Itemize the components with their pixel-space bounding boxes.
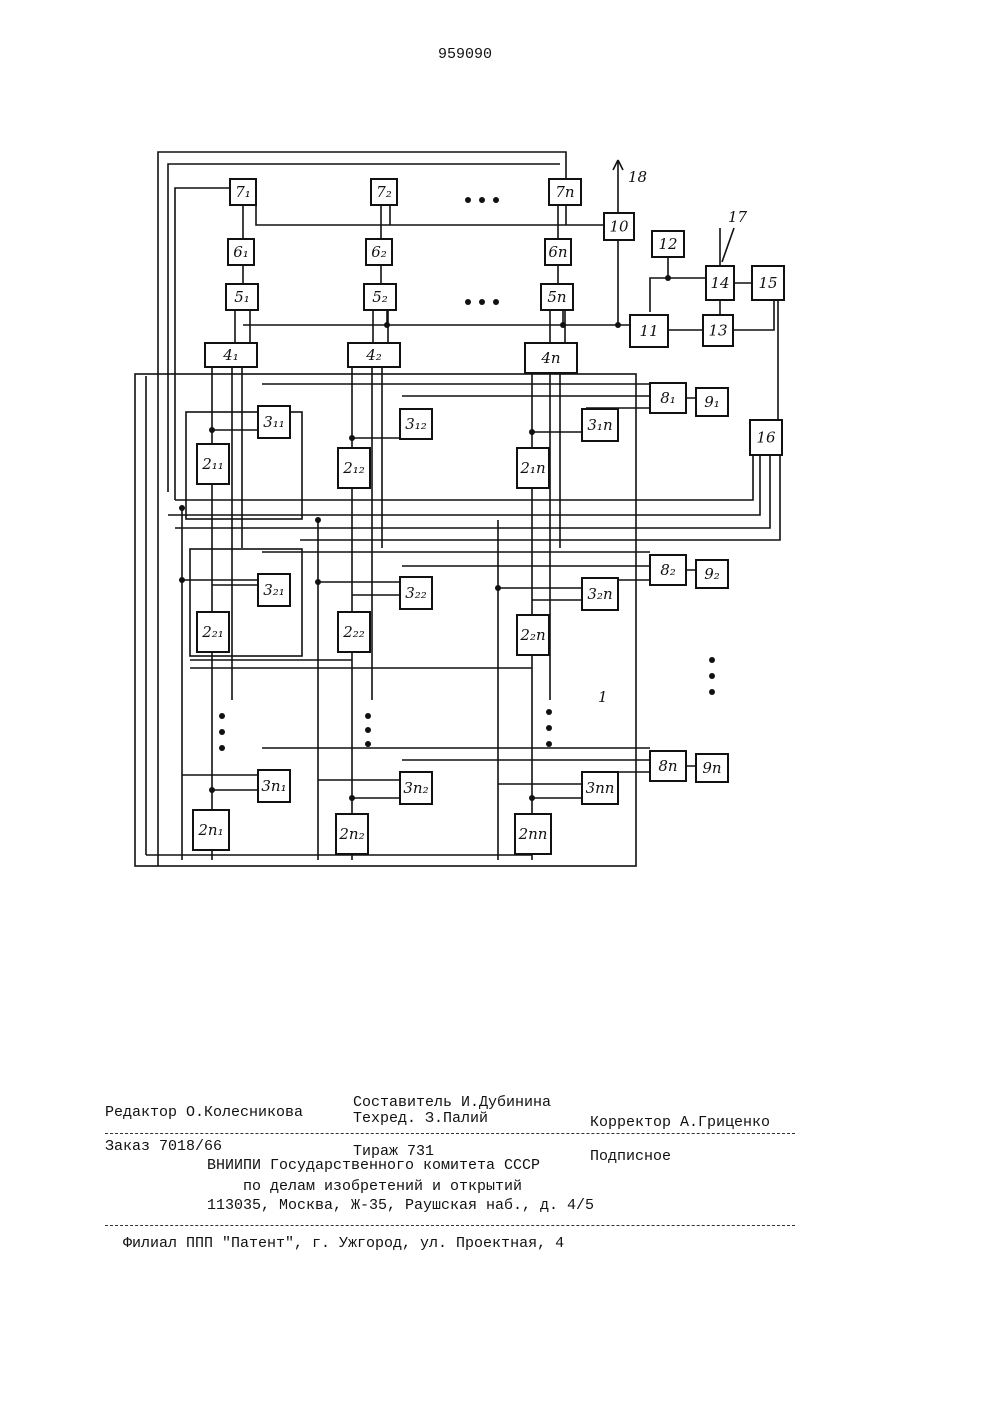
org-line-1: ВНИИПИ Государственного комитета СССР [207,1157,540,1174]
block-label-5n: 5n [547,288,566,306]
block-label-211: 2₁₁ [201,455,224,473]
editor-line: Редактор О.Колесникова [105,1104,303,1121]
branch-line: Филиал ППП "Патент", г. Ужгород, ул. Про… [123,1235,564,1252]
block-label-10: 10 [609,218,629,236]
techred-line: Техред. З.Палий [353,1110,488,1127]
block-label-6n: 6n [548,243,567,261]
block-label-7n: 7n [555,183,574,201]
block-label-3nn: 3nn [586,779,615,797]
block-label-12: 12 [658,235,677,253]
divider-line [105,1225,795,1226]
composer-line: Составитель И.Дубинина [353,1094,551,1111]
block-label-3n2: 3n₂ [403,779,428,797]
address-line: 113035, Москва, Ж-35, Раушская наб., д. … [207,1197,594,1214]
junction-dots [179,197,715,801]
subscription-line: Подписное [590,1148,671,1165]
block-label-2n2: 2n₂ [338,825,364,843]
block-label-62: 6₂ [371,243,387,261]
block-label-52: 5₂ [372,288,388,306]
block-label-92: 9₂ [704,565,720,583]
block-label-221: 2₂₁ [201,623,224,641]
block-label-21n: 2₁n [519,459,545,477]
block-label-15: 15 [758,274,777,292]
block-label-32n: 3₂n [587,585,612,603]
corrector-line: Корректор А.Гриценко [590,1114,770,1131]
block-label-14: 14 [710,274,729,292]
blocks-layer: 7₁ 7₂ 7n 6₁ 6₂ 6n 5₁ 5₂ 5n 4₁ 4₂ 4n 10 12 14 15 11 13 16 3₁… [193,179,784,854]
block-label-4n: 4n [540,349,560,367]
divider-line [105,1133,795,1134]
block-label-11: 11 [639,322,658,340]
block-label-51: 5₁ [234,288,250,306]
block-label-311: 3₁₁ [263,413,285,431]
block-label-16: 16 [756,429,776,447]
block-label-312: 3₁₂ [405,415,427,433]
label-18: 18 [628,168,647,186]
block-label-22n: 2₂n [519,626,545,644]
block-label-321: 3₂₁ [263,581,285,599]
org-line-2: по делам изобретений и открытий [243,1178,522,1195]
order-line: Заказ 7018/66 [105,1138,222,1155]
block-label-31n: 3₁n [587,416,612,434]
block-label-9n: 9n [702,759,721,777]
block-label-81: 8₁ [660,389,676,407]
block-label-42: 4₂ [365,346,382,364]
block-label-2nn: 2nn [518,825,548,843]
block-label-61: 6₁ [233,243,249,261]
block-label-2n1: 2n₁ [197,821,223,839]
block-label-212: 2₁₂ [342,459,365,477]
block-label-222: 2₂₂ [342,623,365,641]
block-label-72: 7₂ [376,183,392,201]
block-label-91: 9₁ [704,393,720,411]
block-label-41: 4₁ [222,346,239,364]
label-17: 17 [728,208,748,226]
block-label-322: 3₂₂ [405,584,427,602]
label-1: 1 [598,688,608,706]
block-label-13: 13 [708,322,727,340]
block-label-8n: 8n [658,757,677,775]
block-label-82: 8₂ [660,561,676,579]
block-label-3n1: 3n₁ [261,777,286,795]
block-label-71: 7₁ [235,183,251,201]
